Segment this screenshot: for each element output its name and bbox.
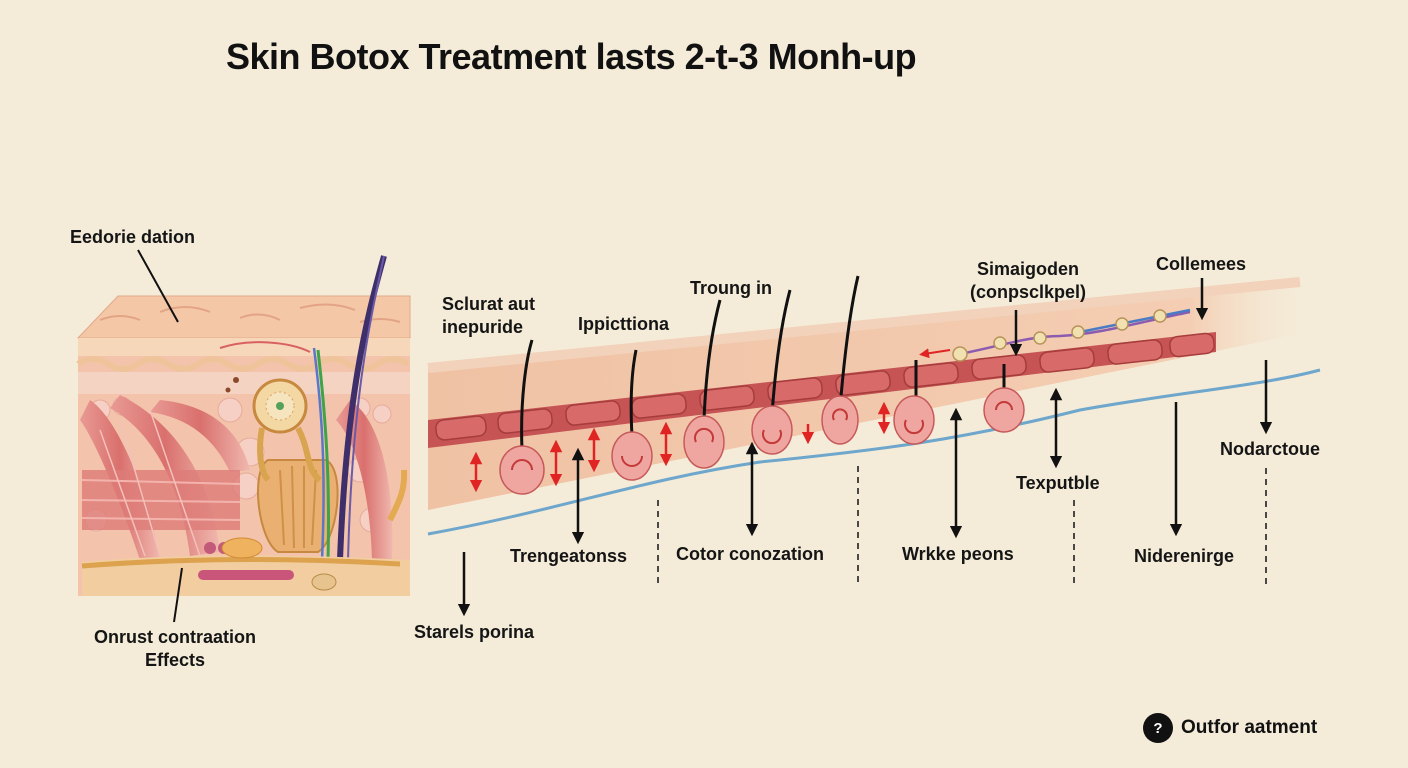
label-onrust-line1: Onrust contraation	[93, 627, 256, 647]
label-cotor-conozation: Cotor conozation	[676, 544, 824, 564]
label-troung-in: Troung in	[690, 278, 772, 298]
label-nodarctoue: Nodarctoue	[1220, 439, 1321, 459]
label-sclurat-line1: Sclurat aut	[442, 294, 536, 314]
label-simaigoden-line1: Simaigoden	[976, 259, 1079, 279]
question-icon: ?	[1143, 713, 1173, 743]
label-onrust-contraation: Onrust contraation Effects	[64, 626, 286, 672]
skin-cross-section	[76, 255, 411, 596]
label-wrkke-peons: Wrkke peons	[902, 544, 1014, 564]
skin-band	[427, 275, 1323, 536]
label-sclurat-aut: Sclurat aut inepuride	[442, 293, 535, 339]
label-eedorie-dation: Eedorie dation	[70, 227, 196, 247]
label-sclurat-line2: inepuride	[442, 317, 524, 337]
label-ippicttiona: Ippicttiona	[578, 314, 669, 334]
label-simaigoden-line2: (conpsclkpel)	[969, 282, 1087, 302]
label-trengeatonss: Trengeatonss	[510, 546, 628, 566]
label-onrust-line2: Effects	[144, 650, 206, 670]
label-starels-porina: Starels porina	[414, 622, 535, 642]
label-niderenirge: Niderenirge	[1134, 546, 1235, 566]
label-collemees: Collemees	[1156, 254, 1247, 274]
footer-text: Outfor aatment	[1181, 717, 1318, 738]
footer-note: ? Outfor aatment	[1143, 713, 1317, 743]
page-title: Skin Botox Treatment lasts 2-t-3 Monh-up	[226, 36, 917, 77]
label-texputble: Texputble	[1016, 473, 1100, 493]
label-simaigoden: Simaigoden (conpsclkpel)	[950, 258, 1106, 304]
